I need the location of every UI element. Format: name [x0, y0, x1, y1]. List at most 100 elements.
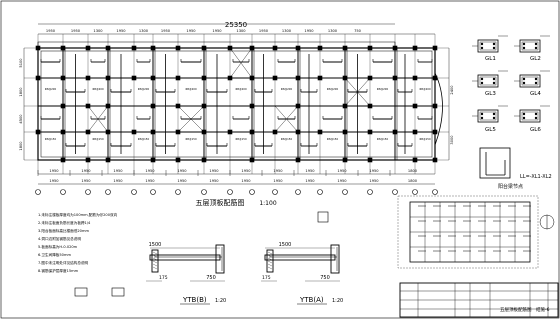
column: [392, 75, 398, 81]
dimension-text: 1950: [46, 29, 56, 33]
title-block-sheet: 结施-6: [536, 306, 550, 313]
column: [412, 103, 418, 109]
column: [60, 129, 66, 135]
dimension-text: 1950: [305, 179, 315, 183]
column: [432, 75, 438, 81]
rebar-annotation: Φ8@150: [281, 137, 293, 141]
column: [131, 45, 137, 51]
column: [201, 75, 207, 81]
rebar-dot: [492, 46, 496, 50]
column: [85, 157, 91, 163]
column: [295, 75, 301, 81]
column: [150, 75, 156, 81]
mini-frame: [397, 195, 539, 269]
section-gl4-label: GL4: [530, 91, 541, 97]
rebar-annotation: Φ8@150: [92, 137, 104, 141]
dimension-text: 1300: [236, 29, 246, 33]
inner-wall-line: [40, 50, 433, 158]
dimension-text: 5100: [19, 58, 23, 68]
column: [367, 45, 373, 51]
column: [342, 75, 348, 81]
column: [249, 129, 255, 135]
dimension-text: 1950: [304, 29, 314, 33]
stirrup: [479, 111, 497, 121]
column: [85, 75, 91, 81]
rebar-dot: [522, 81, 526, 85]
column: [342, 45, 348, 51]
dimension-text: 1950: [145, 179, 155, 183]
column: [105, 45, 111, 51]
column: [249, 103, 255, 109]
rebar-dot: [534, 116, 538, 120]
balcony-beam: [215, 244, 225, 274]
dimension-text: 1950: [369, 169, 379, 173]
rebar-dot: [534, 42, 538, 46]
dimension-text: 1800: [19, 141, 23, 151]
hatch: [152, 266, 158, 270]
dimension-text: 1950: [49, 179, 59, 183]
section-marker: [317, 211, 329, 223]
rebar-annotation: Φ8@150: [377, 137, 389, 141]
column: [131, 129, 137, 135]
column: [272, 129, 278, 135]
rebar-dot: [522, 116, 526, 120]
axis-bubble: [249, 189, 255, 195]
dimension-text: 1950: [259, 29, 269, 33]
rebar-annotation: Φ8@150: [185, 137, 197, 141]
dimension-text: 1950: [337, 179, 347, 183]
rebar-dot: [492, 77, 496, 81]
stirrup: [479, 76, 497, 86]
axis-bubble: [432, 189, 438, 195]
axis-bubble: [272, 189, 278, 195]
column: [432, 45, 438, 51]
dimension-text: 1300: [282, 29, 292, 33]
column: [201, 45, 207, 51]
axis-bubble: [412, 189, 418, 195]
column: [175, 157, 181, 163]
note-line: 4.洞口边附加钢筋见总说明: [38, 236, 81, 241]
rebar-dot: [480, 112, 484, 116]
axis-bubble: [201, 189, 207, 195]
rebar-annotation: Φ8@200: [281, 87, 293, 91]
column: [175, 129, 181, 135]
rebar-annotation: Φ8@150: [419, 137, 431, 141]
rebar-annotation: Φ8@200: [377, 87, 389, 91]
column: [227, 75, 233, 81]
hatch: [267, 260, 273, 264]
column: [249, 157, 255, 163]
wall-stub: [151, 249, 159, 273]
column: [342, 129, 348, 135]
column: [175, 103, 181, 109]
axis-bubble: [105, 189, 111, 195]
hatch: [267, 266, 273, 270]
rebar-dot: [480, 46, 484, 50]
column: [35, 129, 41, 135]
axis-bubble: [60, 189, 66, 195]
column: [317, 45, 323, 51]
column: [295, 129, 301, 135]
column: [175, 45, 181, 51]
column: [367, 75, 373, 81]
rebar-dot: [534, 81, 538, 85]
column: [249, 75, 255, 81]
dimension-text: 1950: [71, 29, 81, 33]
dimension-text: 1950: [113, 179, 123, 183]
section-gl6-label: GL6: [530, 127, 541, 133]
column: [105, 75, 111, 81]
rebar-dot: [492, 42, 496, 46]
rebar-dot: [534, 77, 538, 81]
wall-stub: [266, 249, 274, 273]
dimension-text: 1800: [408, 179, 418, 183]
column: [227, 45, 233, 51]
ytb-a-label: YTB(A): [299, 296, 324, 304]
column: [272, 45, 278, 51]
column: [272, 75, 278, 81]
column: [85, 129, 91, 135]
rebar-annotation: Φ8@200: [419, 87, 431, 91]
section-gl3-label: GL3: [485, 91, 496, 97]
beam-section: [519, 39, 541, 53]
column: [35, 75, 41, 81]
rebar-dot: [522, 46, 526, 50]
rebar-annotation: Φ8@150: [327, 137, 339, 141]
column: [85, 103, 91, 109]
